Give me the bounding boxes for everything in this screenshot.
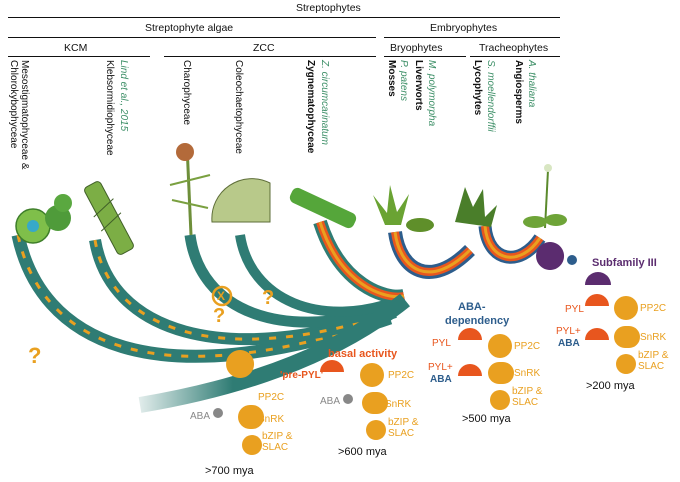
bzip-label-600: bZIP & — [388, 417, 419, 428]
aba-dependency-label-1: ABA- — [458, 301, 486, 313]
branch-bryophytes — [388, 230, 475, 279]
cross-mark: X — [211, 285, 233, 307]
liverwort-illustration — [406, 218, 434, 232]
aba-label-600: ABA — [320, 396, 340, 407]
branch-coleochaete — [235, 234, 402, 317]
chara-illustration — [169, 143, 211, 236]
header-zcc: ZCC — [253, 42, 275, 54]
branch-tracheophytes — [478, 225, 546, 264]
branch-klebsormidium — [89, 238, 397, 346]
question-mark-2: ? — [213, 305, 225, 327]
snrk-label-700: SnRK — [258, 414, 284, 425]
header-embryophytes: Embryophytes — [430, 22, 498, 34]
line-tracheophytes — [470, 56, 560, 58]
header-streptophyte-algae: Streptophyte algae — [145, 22, 234, 34]
line-kcm — [8, 56, 150, 58]
module-200: Subfamily III PYL PP2C PYL+ ABA SnRK bZI… — [536, 242, 669, 392]
selaginella-illustration — [455, 187, 497, 227]
line-streptophytes — [8, 17, 560, 19]
pp2c-label-600: PP2C — [388, 370, 414, 381]
branch-meso — [11, 233, 393, 363]
pre-pyl-label: 'pre-PYL' — [280, 370, 323, 381]
zygnema-illustration — [289, 187, 357, 229]
aba-dependency-label-2: dependency — [445, 315, 510, 327]
age-500: >500 mya — [462, 413, 511, 425]
snrk-label-500: SnRK — [514, 368, 540, 379]
age-700: >700 mya — [205, 465, 254, 477]
moss-illustration — [373, 185, 409, 225]
line-algae — [8, 37, 376, 39]
klebsormidium-illustration — [84, 181, 134, 255]
module-600: basal activity 'pre-PYL' PP2C ABA SnRK b… — [280, 348, 419, 458]
branch-charophyceae — [184, 234, 400, 328]
aba-label-500: ABA — [430, 374, 452, 385]
aba-label-200: ABA — [558, 338, 580, 349]
header-kcm: KCM — [64, 42, 88, 54]
question-mark-3: ? — [262, 287, 274, 309]
pyl-plus-label-200: PYL+ — [556, 326, 581, 337]
bzip-label-500: bZIP & — [512, 386, 543, 397]
line-zcc — [164, 56, 376, 58]
line-embryophytes — [384, 37, 560, 39]
mesostigma-illustration — [15, 194, 72, 244]
module-500: ABA- dependency PYL PP2C PYL+ ABA SnRK b… — [428, 301, 543, 425]
basal-activity-label: basal activity — [328, 348, 398, 360]
header-bryophytes: Bryophytes — [390, 42, 443, 54]
age-600: >600 mya — [338, 446, 387, 458]
snrk-label-200: SnRK — [640, 332, 666, 343]
coleochaete-illustration — [211, 178, 271, 223]
subfamily-label: Subfamily III — [592, 257, 657, 269]
bzip-label-700: bZIP & — [262, 431, 293, 442]
header-streptophytes: Streptophytes — [296, 2, 361, 14]
snrk-label-600: SnRK — [385, 399, 411, 410]
pp2c-label-700: PP2C — [258, 392, 284, 403]
line-bryophytes — [384, 56, 466, 58]
slac-label-500: SLAC — [512, 397, 538, 408]
slac-label-600: SLAC — [388, 428, 414, 439]
bzip-label-200: bZIP & — [638, 350, 669, 361]
pyl-label-200: PYL — [565, 304, 584, 315]
slac-label-700: SLAC — [262, 442, 288, 453]
arabidopsis-illustration — [523, 164, 567, 229]
question-mark-1: ? — [28, 343, 41, 368]
pp2c-label-200: PP2C — [640, 303, 666, 314]
header-tracheophytes: Tracheophytes — [479, 42, 549, 54]
pyl-plus-label-500: PYL+ — [428, 362, 453, 373]
aba-label-700: ABA — [190, 411, 210, 422]
root-trunk — [138, 293, 410, 413]
age-200: >200 mya — [586, 380, 635, 392]
module-700: ABA PP2C SnRK bZIP & SLAC >700 mya — [190, 350, 293, 477]
slac-label-200: SLAC — [638, 361, 664, 372]
svg-text:X: X — [217, 289, 225, 303]
pyl-label-500: PYL — [432, 338, 451, 349]
pp2c-label-500: PP2C — [514, 341, 540, 352]
